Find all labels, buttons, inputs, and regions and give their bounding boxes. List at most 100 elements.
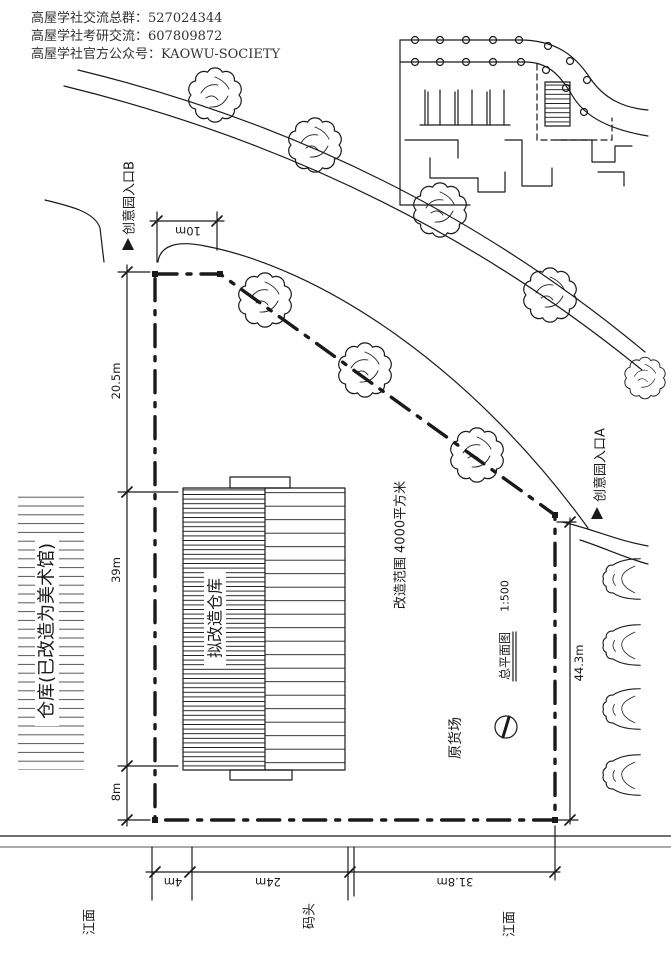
- parking-stalls: [419, 89, 511, 126]
- tree-dot: [488, 57, 498, 67]
- boundary-tree: [450, 427, 504, 483]
- tree-dot: [514, 35, 524, 45]
- road-curb-upper: [77, 69, 646, 353]
- entrance-a-marker-icon: [591, 507, 603, 519]
- dimension-left: 20.5m 39m 8m: [109, 264, 179, 827]
- dimension-bottom: 4m 24m 31.8m: [145, 825, 561, 889]
- building-outline: [504, 139, 553, 187]
- boundary-corner: [217, 271, 223, 277]
- block-building-outlines: [404, 139, 633, 193]
- plan-title-underline: [512, 631, 517, 682]
- dimension-right: 44.3m: [554, 516, 586, 826]
- hatched-structure: [545, 82, 570, 126]
- boundary-tree: [338, 342, 392, 398]
- dimension-left-lower-label: 8m: [109, 783, 123, 802]
- warehouse-sparse-roof: [265, 488, 345, 770]
- wharf-lines: [151, 846, 355, 901]
- block-road-upper: [399, 39, 649, 111]
- boundary-tree: [238, 272, 292, 328]
- tree-dot: [410, 57, 420, 67]
- renovation-boundary: [153, 272, 557, 822]
- tree-dot: [435, 35, 445, 45]
- shrub: [602, 754, 641, 796]
- parking-stall-lines: [424, 89, 505, 126]
- river-right-label: 江面: [503, 911, 518, 937]
- building-outline: [429, 157, 506, 193]
- dimension-top: 10m: [149, 211, 225, 263]
- dimension-left-middle-label: 39m: [109, 557, 123, 583]
- neighbor-block: [399, 35, 649, 206]
- dimension-left-upper-label: 20.5m: [109, 363, 123, 400]
- label-mask: [204, 570, 226, 666]
- dimension-tick: [151, 215, 223, 227]
- block-road-lower: [399, 61, 649, 137]
- target-warehouse-label: 拟改造仓库: [206, 578, 225, 658]
- label-mask: [35, 536, 59, 726]
- boundary-corner: [152, 817, 158, 823]
- street-tree: [188, 67, 242, 123]
- header-group-chat: 高屋学社交流总群：527024344: [31, 10, 222, 26]
- warehouse-outline: [182, 487, 346, 771]
- tree-dot: [461, 57, 471, 67]
- dimension-tick: [121, 266, 133, 826]
- entrance-a-road-edge: [579, 539, 649, 565]
- street-tree: [624, 356, 666, 400]
- tree-dot: [582, 75, 592, 85]
- header-official-account: 高屋学社官方公众号：KAOWU-SOCIETY: [31, 46, 281, 62]
- block-border: [399, 39, 471, 206]
- entrance-a-label: 创意园入口A: [593, 428, 609, 502]
- museum-warehouse-label: 仓库(已改造为美术馆): [37, 543, 58, 719]
- shrub: [602, 688, 641, 730]
- entrance-b-label: 创意园入口B: [122, 161, 138, 235]
- north-arrow-needle: [501, 715, 511, 739]
- road: [44, 69, 649, 565]
- dimension-line: [145, 825, 561, 881]
- shrub: [602, 558, 641, 600]
- hatched-structure-outline: [544, 81, 571, 127]
- tree-dot: [543, 41, 553, 51]
- north-arrow-circle: [494, 715, 518, 739]
- street-tree: [288, 117, 342, 173]
- target-warehouse: 拟改造仓库: [182, 476, 346, 781]
- wharf-label: 码头: [303, 903, 318, 929]
- tree-dot: [541, 65, 551, 75]
- tree-dot: [410, 35, 420, 45]
- tree-dot: [579, 107, 589, 117]
- boundary-corner: [152, 271, 158, 277]
- dimension-bottom-left-label: 4m: [164, 875, 183, 889]
- freight-yard-label: 原货场: [447, 717, 464, 759]
- museum-warehouse: 仓库(已改造为美术馆): [18, 492, 84, 770]
- block-tree-row: [410, 35, 592, 117]
- header-exam-chat: 高屋学社考研交流：607809872: [31, 28, 222, 44]
- shrub: [602, 624, 641, 666]
- plan-title: 总平面图: [498, 632, 512, 680]
- street-tree: [523, 267, 577, 323]
- building-outline: [404, 139, 459, 159]
- dimension-top-label: 10m: [175, 224, 201, 238]
- dimension-bottom-middle-label: 24m: [255, 875, 281, 889]
- building-outline: [597, 171, 625, 187]
- road-edge-lower: [157, 243, 589, 529]
- north-arrow-icon: [494, 715, 518, 739]
- extension-lines: [117, 271, 179, 821]
- boundary-corner: [552, 512, 558, 518]
- tree-dot: [461, 35, 471, 45]
- river-left-label: 江面: [83, 909, 98, 935]
- entrance-b-marker-icon: [122, 238, 134, 250]
- warehouse-annex-bottom: [229, 769, 293, 781]
- warehouse-annex-top: [229, 476, 291, 489]
- renovation-scope-label: 改造范围 4000平方米: [393, 481, 409, 609]
- entrance-a-road-edge: [561, 521, 649, 547]
- dimension-right-label: 44.3m: [572, 645, 586, 682]
- dimension-tick: [149, 866, 561, 878]
- tree-dot: [435, 57, 445, 67]
- tree-dot: [516, 57, 526, 67]
- scale-label: 1:500: [499, 580, 512, 612]
- street-tree: [413, 182, 467, 238]
- tree-dot: [565, 56, 575, 66]
- building-outline: [556, 139, 633, 163]
- road-curb-upper-inner: [63, 85, 643, 371]
- dimension-line: [554, 517, 579, 825]
- dimension-tick: [564, 516, 576, 826]
